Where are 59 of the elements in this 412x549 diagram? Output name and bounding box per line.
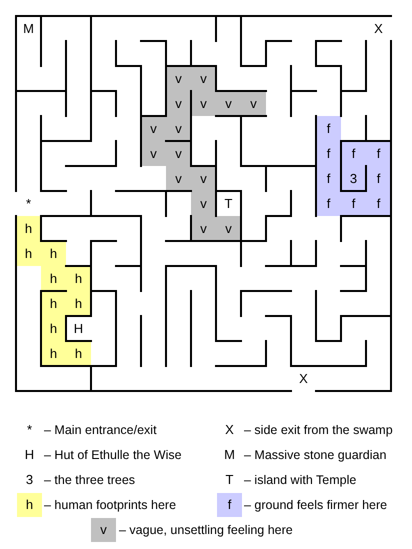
- map-symbol: v: [174, 120, 183, 138]
- map-symbol: v: [149, 120, 158, 138]
- map-symbol: h: [74, 295, 84, 313]
- map-symbol: *: [24, 195, 32, 213]
- map-symbol: H: [72, 320, 84, 338]
- map-symbol: h: [48, 245, 58, 263]
- legend-text: – ground feels firmer here: [244, 497, 388, 514]
- map-symbol: v: [199, 170, 208, 188]
- map-symbol: h: [48, 320, 58, 338]
- map-symbol: h: [24, 245, 34, 263]
- map-symbol: f: [326, 170, 332, 188]
- legend-text: – the three trees: [44, 472, 136, 489]
- map-symbol: M: [22, 20, 35, 38]
- legend-text: – side exit from the swamp: [244, 422, 393, 439]
- legend-text: – human footprints here: [44, 497, 176, 514]
- map-symbol: 3: [348, 170, 358, 188]
- map-symbol: f: [326, 120, 332, 138]
- map-symbol: v: [199, 220, 208, 238]
- map-symbol: v: [199, 95, 208, 113]
- map-symbol: v: [199, 195, 208, 213]
- legend-swatch: v: [91, 518, 116, 542]
- legend-symbol: X: [224, 421, 235, 439]
- legend-text: – Main entrance/exit: [44, 422, 157, 439]
- map-symbol: f: [350, 145, 356, 163]
- map-symbol: h: [48, 345, 58, 363]
- map-symbol: f: [376, 195, 382, 213]
- map-symbol: X: [298, 370, 309, 388]
- map-symbol: h: [74, 345, 84, 363]
- legend-symbol: 3: [24, 471, 34, 489]
- map-symbol: v: [224, 220, 233, 238]
- map-symbol: h: [48, 270, 58, 288]
- map-symbol: f: [326, 145, 332, 163]
- map-symbol: T: [224, 195, 234, 213]
- map-symbol: h: [48, 295, 58, 313]
- map-symbol: v: [174, 145, 183, 163]
- map-symbol: v: [149, 145, 158, 163]
- legend-symbol: H: [24, 446, 36, 464]
- map-symbol: h: [74, 270, 84, 288]
- legend-text: – Hut of Ethulle the Wise: [44, 447, 182, 464]
- legend-symbol: *: [26, 421, 34, 439]
- map-symbol: f: [376, 145, 382, 163]
- legend-symbol: M: [223, 446, 236, 464]
- map-symbol: f: [350, 195, 356, 213]
- legend-text: – vague, unsettling feeling here: [119, 522, 293, 539]
- map-symbol: f: [326, 195, 332, 213]
- legend-swatch: f: [217, 493, 242, 517]
- legend-text: – island with Temple: [244, 472, 356, 489]
- legend-text: – Massive stone guardian: [244, 447, 386, 464]
- map-symbol: v: [174, 70, 183, 88]
- map-symbol: v: [249, 95, 258, 113]
- legend-symbol: T: [224, 471, 234, 489]
- map-symbol: f: [376, 170, 382, 188]
- map-symbol: X: [373, 20, 384, 38]
- map-symbol: v: [174, 170, 183, 188]
- map-symbol: v: [224, 95, 233, 113]
- legend-swatch: h: [17, 493, 42, 517]
- map-symbol: h: [24, 220, 34, 238]
- map-symbol: v: [199, 70, 208, 88]
- map-symbol: v: [174, 95, 183, 113]
